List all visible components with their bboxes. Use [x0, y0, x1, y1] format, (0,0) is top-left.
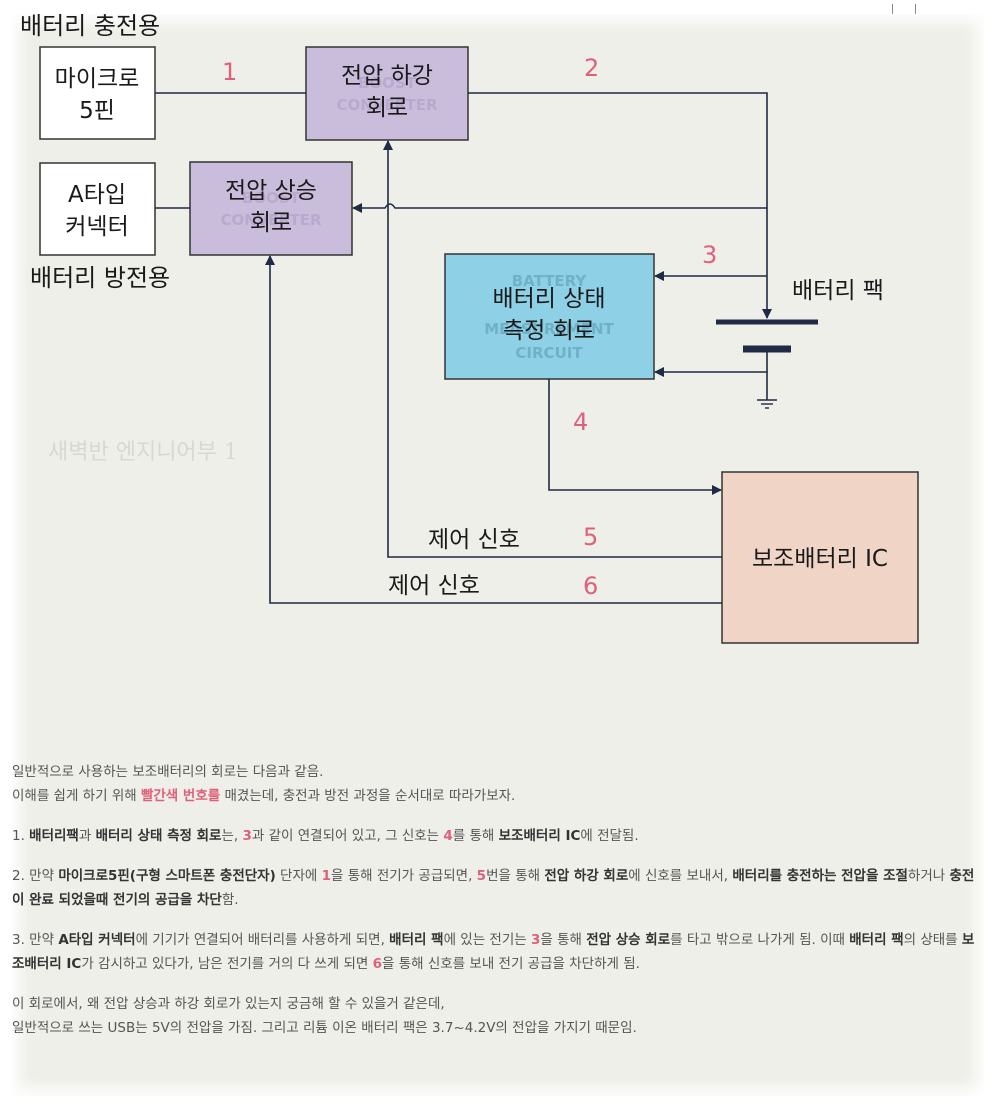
measure-ghost-1: BATTERY	[512, 272, 588, 290]
label-charge: 배터리 충전용	[20, 14, 160, 40]
measure-label-2: 측정 회로	[503, 318, 595, 344]
wire-5	[383, 140, 722, 558]
stepdown-ghost-2: CONVERTER	[336, 96, 438, 114]
measure-ghost-2: MEASUREMENT	[484, 320, 614, 338]
measure-ghost-3: CIRCUIT	[515, 344, 583, 362]
num-3: 3	[702, 241, 717, 269]
intro-line-2: 이해를 쉽게 하기 위해 빨간색 번호를 매겼는데, 충전과 방전 과정을 순서…	[12, 788, 516, 804]
num-6: 6	[583, 572, 598, 600]
atype-label-1: A타입	[68, 182, 126, 208]
control-signal-5: 제어 신호	[428, 527, 520, 553]
num-2: 2	[584, 54, 599, 82]
measure-box	[444, 253, 655, 380]
step-3: 3. 만약 A타입 커넥터에 기기가 연결되어 배터리를 사용하게 되면, 배터…	[12, 932, 975, 972]
intro-line-1: 일반적으로 사용하는 보조배터리의 회로는 다음과 같음.	[12, 764, 324, 780]
stepdown-ghost-1: BOOST	[358, 74, 417, 92]
num-1: 1	[222, 58, 237, 86]
stepdown-box	[305, 46, 469, 141]
wire-3-bottom	[654, 352, 768, 377]
step-2: 2. 만약 마이크로5핀(구형 스마트폰 충전단자) 단자에 1을 통해 전기가…	[12, 868, 975, 908]
note-line-1: 이 회로에서, 왜 전압 상승과 하강 회로가 있는지 궁금해 할 수 있을거 …	[12, 996, 445, 1012]
micro5pin-box	[39, 46, 156, 140]
ic-box	[721, 471, 919, 644]
wire-2	[468, 92, 772, 319]
step-1: 1. 배터리팩과 배터리 상태 측정 회로는, 3과 같이 연결되어 있고, 그…	[12, 828, 639, 844]
stepup-label-2: 회로	[250, 210, 292, 236]
stepup-ghost-2: CONVERTER	[220, 211, 322, 229]
stepdown-label-2: 회로	[366, 95, 408, 121]
stepdown-label-1: 전압 하강	[341, 63, 433, 89]
wire-6	[265, 255, 722, 604]
wire-4	[548, 379, 722, 495]
stepup-ghost-1: BOOST	[242, 189, 301, 207]
control-signal-6: 제어 신호	[388, 573, 480, 599]
battery-pack-label: 배터리 팩	[792, 278, 884, 304]
stepup-label-1: 전압 상승	[225, 178, 317, 204]
page-card: 새벽반 엔지니어부 1 배터리 충전용 배터리 방전용 마이크로 5핀 A타입 …	[12, 14, 984, 1096]
micro5pin-label-1: 마이크로	[55, 66, 140, 92]
circuit-diagram: 배터리 충전용 배터리 방전용 마이크로 5핀 A타입 커넥터 BOOST CO…	[20, 14, 919, 644]
atype-label-2: 커넥터	[65, 214, 128, 240]
ground-icon	[757, 399, 777, 409]
note-line-2: 일반적으로 쓰는 USB는 5V의 전압을 가짐. 그리고 리튬 이온 배터리 …	[12, 1020, 637, 1036]
wire-battery-stepup	[352, 203, 767, 213]
measure-label-1: 배터리 상태	[492, 286, 605, 312]
watermark: 새벽반 엔지니어부 1	[48, 440, 238, 465]
ic-label: 보조배터리 IC	[752, 546, 888, 572]
micro5pin-label-2: 5핀	[79, 98, 115, 124]
stepup-box	[189, 161, 353, 256]
num-4: 4	[573, 408, 588, 436]
explanation-text: 일반적으로 사용하는 보조배터리의 회로는 다음과 같음. 이해를 쉽게 하기 …	[12, 760, 977, 1040]
label-discharge: 배터리 방전용	[30, 264, 170, 292]
num-5: 5	[583, 523, 598, 551]
atype-box	[39, 162, 156, 256]
